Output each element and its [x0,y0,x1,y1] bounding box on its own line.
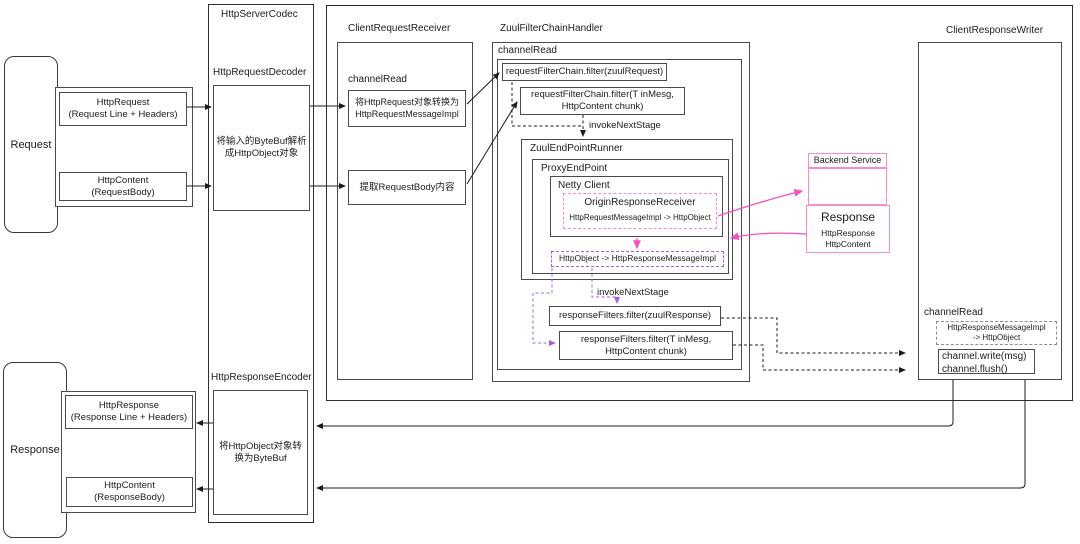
http-content-request-text: HttpContent (RequestBody) [91,174,155,198]
request-filter-2-box: requestFilterChain.filter(T inMesg, Http… [520,87,685,115]
http-response-box: HttpResponse (Response Line + Headers) [65,395,193,429]
client-request-receiver-title: ClientRequestReceiver [348,23,451,34]
request-rounded-node: Request [4,56,58,233]
response-filter-2-text: responseFilters.filter(T inMesg, HttpCon… [580,333,712,357]
origin-response-receiver-mapping: HttpRequestMessageImpl -> HttpObject [569,212,711,222]
decoder-description: 将输入的ByteBuf解析 成HttpObject对象 [216,136,307,159]
http-request-decoder-box: 将输入的ByteBuf解析 成HttpObject对象 [213,85,310,211]
netty-client-title: Netty Client [558,180,610,191]
response-label: Response [10,444,60,456]
backend-response-items: HttpResponse HttpContent [821,228,875,250]
zuul-filter-chain-title: ZuulFilterChainHandler [500,23,603,34]
encoder-description: 将HttpObject对象转 换为ByteBuf [219,440,302,464]
request-label: Request [10,138,52,151]
response-filter-1-box: responseFilters.filter(zuulResponse) [549,306,721,326]
extract-requestbody-box: 提取RequestBody内容 [348,170,466,205]
request-filter-1-text: requestFilterChain.filter(zuulRequest) [505,66,664,78]
channel-write-box: channel.write(msg) channel.flush() [938,349,1035,375]
zuul-channelread-label: channelRead [498,45,557,56]
writer-mapping-box: HttpResponseMessageImpl -> HttpObject [936,321,1057,345]
channel-write-text: channel.write(msg) channel.flush() [942,351,1027,375]
request-filter-2-text: requestFilterChain.filter(T inMesg, Http… [531,89,674,112]
origin-response-receiver-title: OriginResponseReceiver [584,197,696,208]
http-request-decoder-title: HttpRequestDecoder [213,67,307,78]
backend-request-box [808,168,887,205]
http-response-encoder-box: 将HttpObject对象转 换为ByteBuf [213,390,308,515]
invoke-next-stage-1-label: invokeNextStage [589,120,661,131]
httpobject-mapping-text: HttpObject -> HttpResponseMessageImpl [558,253,717,264]
client-response-writer-title: ClientResponseWriter [946,25,1044,36]
origin-response-receiver-box: OriginResponseReceiver HttpRequestMessag… [563,193,717,229]
response-rounded-node: Response [3,362,67,538]
response-filter-2-box: responseFilters.filter(T inMesg, HttpCon… [559,331,733,360]
http-content-response-box: HttpContent (ResponseBody) [66,477,193,507]
httpobject-mapping-box: HttpObject -> HttpResponseMessageImpl [551,251,724,267]
invoke-next-stage-2-label: invokeNextStage [597,287,669,298]
http-request-text: HttpRequest (Request Line + Headers) [68,97,178,120]
writer-mapping-text: HttpResponseMessageImpl -> HttpObject [947,322,1046,342]
backend-service-box: Backend Service [808,153,887,168]
zuul-endpoint-runner-title: ZuulEndPointRunner [530,143,623,154]
http-content-request-box: HttpContent (RequestBody) [59,172,187,201]
convert-httprequest-text: 将HttpRequest对象转换为 HttpRequestMessageImpl [354,97,460,119]
http-content-response-text: HttpContent (ResponseBody) [94,480,165,503]
extract-requestbody-text: 提取RequestBody内容 [359,181,455,193]
writer-channelread-label: channelRead [924,307,983,318]
backend-response-title: Response [820,210,876,224]
receiver-channelread-label: channelRead [348,74,407,85]
request-filter-1-box: requestFilterChain.filter(zuulRequest) [502,63,667,81]
http-response-encoder-title: HttpResponseEncoder [211,372,312,383]
http-request-box: HttpRequest (Request Line + Headers) [59,92,187,126]
response-filter-1-text: responseFilters.filter(zuulResponse) [558,310,712,322]
backend-service-text: Backend Service [813,154,882,165]
backend-response-box: Response HttpResponse HttpContent [806,205,890,253]
convert-httprequest-box: 将HttpRequest对象转换为 HttpRequestMessageImpl [348,90,466,127]
proxy-endpoint-title: ProxyEndPoint [541,163,608,174]
http-response-text: HttpResponse (Response Line + Headers) [70,400,188,423]
http-server-codec-title: HttpServerCodec [221,9,298,20]
